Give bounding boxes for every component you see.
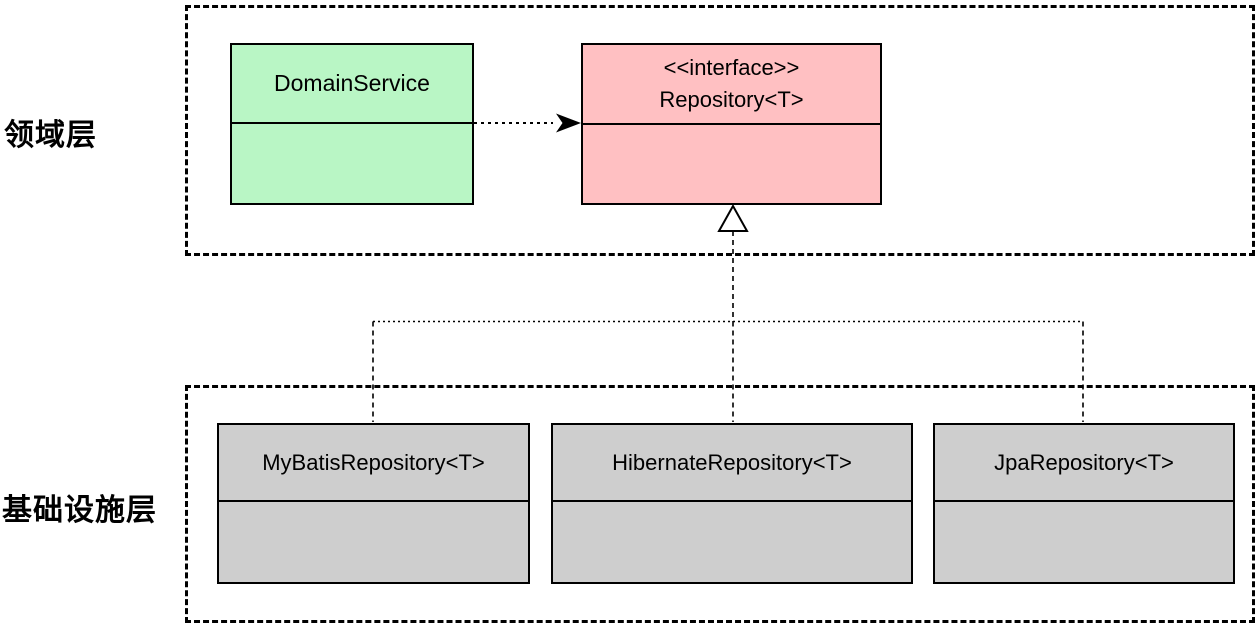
class-box-hibernate-repository: HibernateRepository<T>: [551, 423, 913, 584]
class-title-domain-service: DomainService: [232, 45, 472, 124]
interface-box-repository: <<interface>> Repository<T>: [581, 43, 882, 205]
class-title-jpa-repository: JpaRepository<T>: [935, 425, 1233, 502]
interface-body-compartment: [583, 125, 880, 203]
class-body-compartment: [232, 124, 472, 203]
interface-title-repository: Repository<T>: [659, 87, 804, 112]
infrastructure-layer-container: [185, 385, 1255, 623]
class-box-jpa-repository: JpaRepository<T>: [933, 423, 1235, 584]
domain-layer-label: 领域层: [4, 119, 97, 152]
class-body-compartment: [219, 502, 528, 582]
class-title-mybatis-repository: MyBatisRepository<T>: [219, 425, 528, 502]
class-box-mybatis-repository: MyBatisRepository<T>: [217, 423, 530, 584]
class-box-domain-service: DomainService: [230, 43, 474, 205]
interface-stereotype-label: <<interface>>: [663, 55, 800, 80]
interface-title-compartment: <<interface>> Repository<T>: [583, 45, 880, 125]
class-body-compartment: [553, 502, 911, 582]
class-body-compartment: [935, 502, 1233, 582]
domain-layer-container: [185, 5, 1255, 256]
class-title-hibernate-repository: HibernateRepository<T>: [553, 425, 911, 502]
infrastructure-layer-label: 基础设施层: [2, 494, 157, 527]
